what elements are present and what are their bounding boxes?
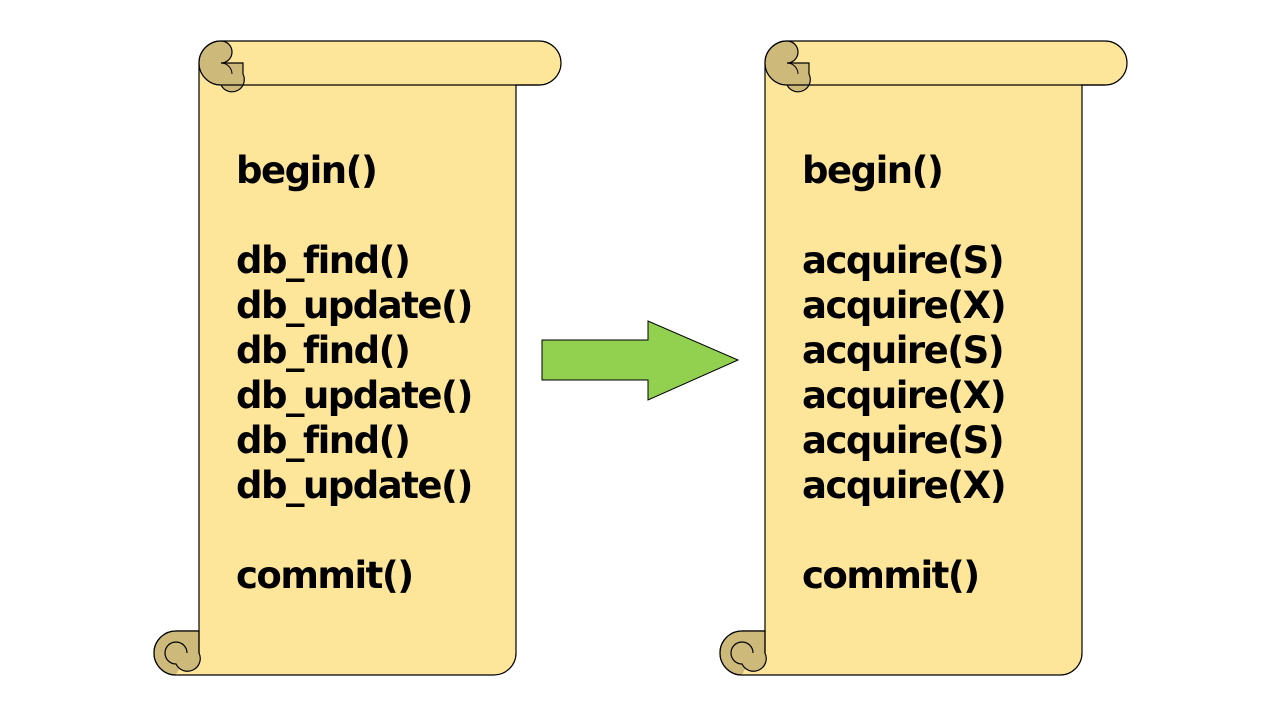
right-arrow-icon bbox=[541, 320, 740, 401]
right-commit-call: commit() bbox=[802, 554, 980, 597]
right-scroll-bottom-curl bbox=[719, 630, 767, 676]
left-op-4: db_update() bbox=[236, 374, 473, 417]
left-commit-call: commit() bbox=[236, 554, 414, 597]
left-scroll-bottom-curl bbox=[153, 630, 201, 676]
left-scroll bbox=[153, 40, 562, 676]
right-scroll-top-curl bbox=[764, 40, 811, 93]
left-op-6: db_update() bbox=[236, 464, 473, 507]
left-op-1: db_find() bbox=[236, 239, 411, 282]
left-scroll-body bbox=[153, 40, 562, 676]
right-scroll bbox=[719, 40, 1128, 676]
left-scroll-top-curl bbox=[198, 40, 245, 93]
left-op-5: db_find() bbox=[236, 419, 411, 462]
right-scroll-text: begin() acquire(S) acquire(X) acquire(S)… bbox=[802, 0, 1072, 720]
right-begin-call: begin() bbox=[802, 149, 944, 192]
right-op-3: acquire(S) bbox=[802, 329, 1005, 372]
left-begin-call: begin() bbox=[236, 149, 378, 192]
right-op-1: acquire(S) bbox=[802, 239, 1005, 282]
left-scroll-text: begin() db_find() db_update() db_find() … bbox=[236, 0, 506, 720]
right-op-4: acquire(X) bbox=[802, 374, 1007, 417]
right-op-5: acquire(S) bbox=[802, 419, 1005, 462]
right-op-2: acquire(X) bbox=[802, 284, 1007, 327]
left-op-2: db_update() bbox=[236, 284, 473, 327]
right-scroll-body bbox=[719, 40, 1128, 676]
left-op-3: db_find() bbox=[236, 329, 411, 372]
right-op-6: acquire(X) bbox=[802, 464, 1007, 507]
